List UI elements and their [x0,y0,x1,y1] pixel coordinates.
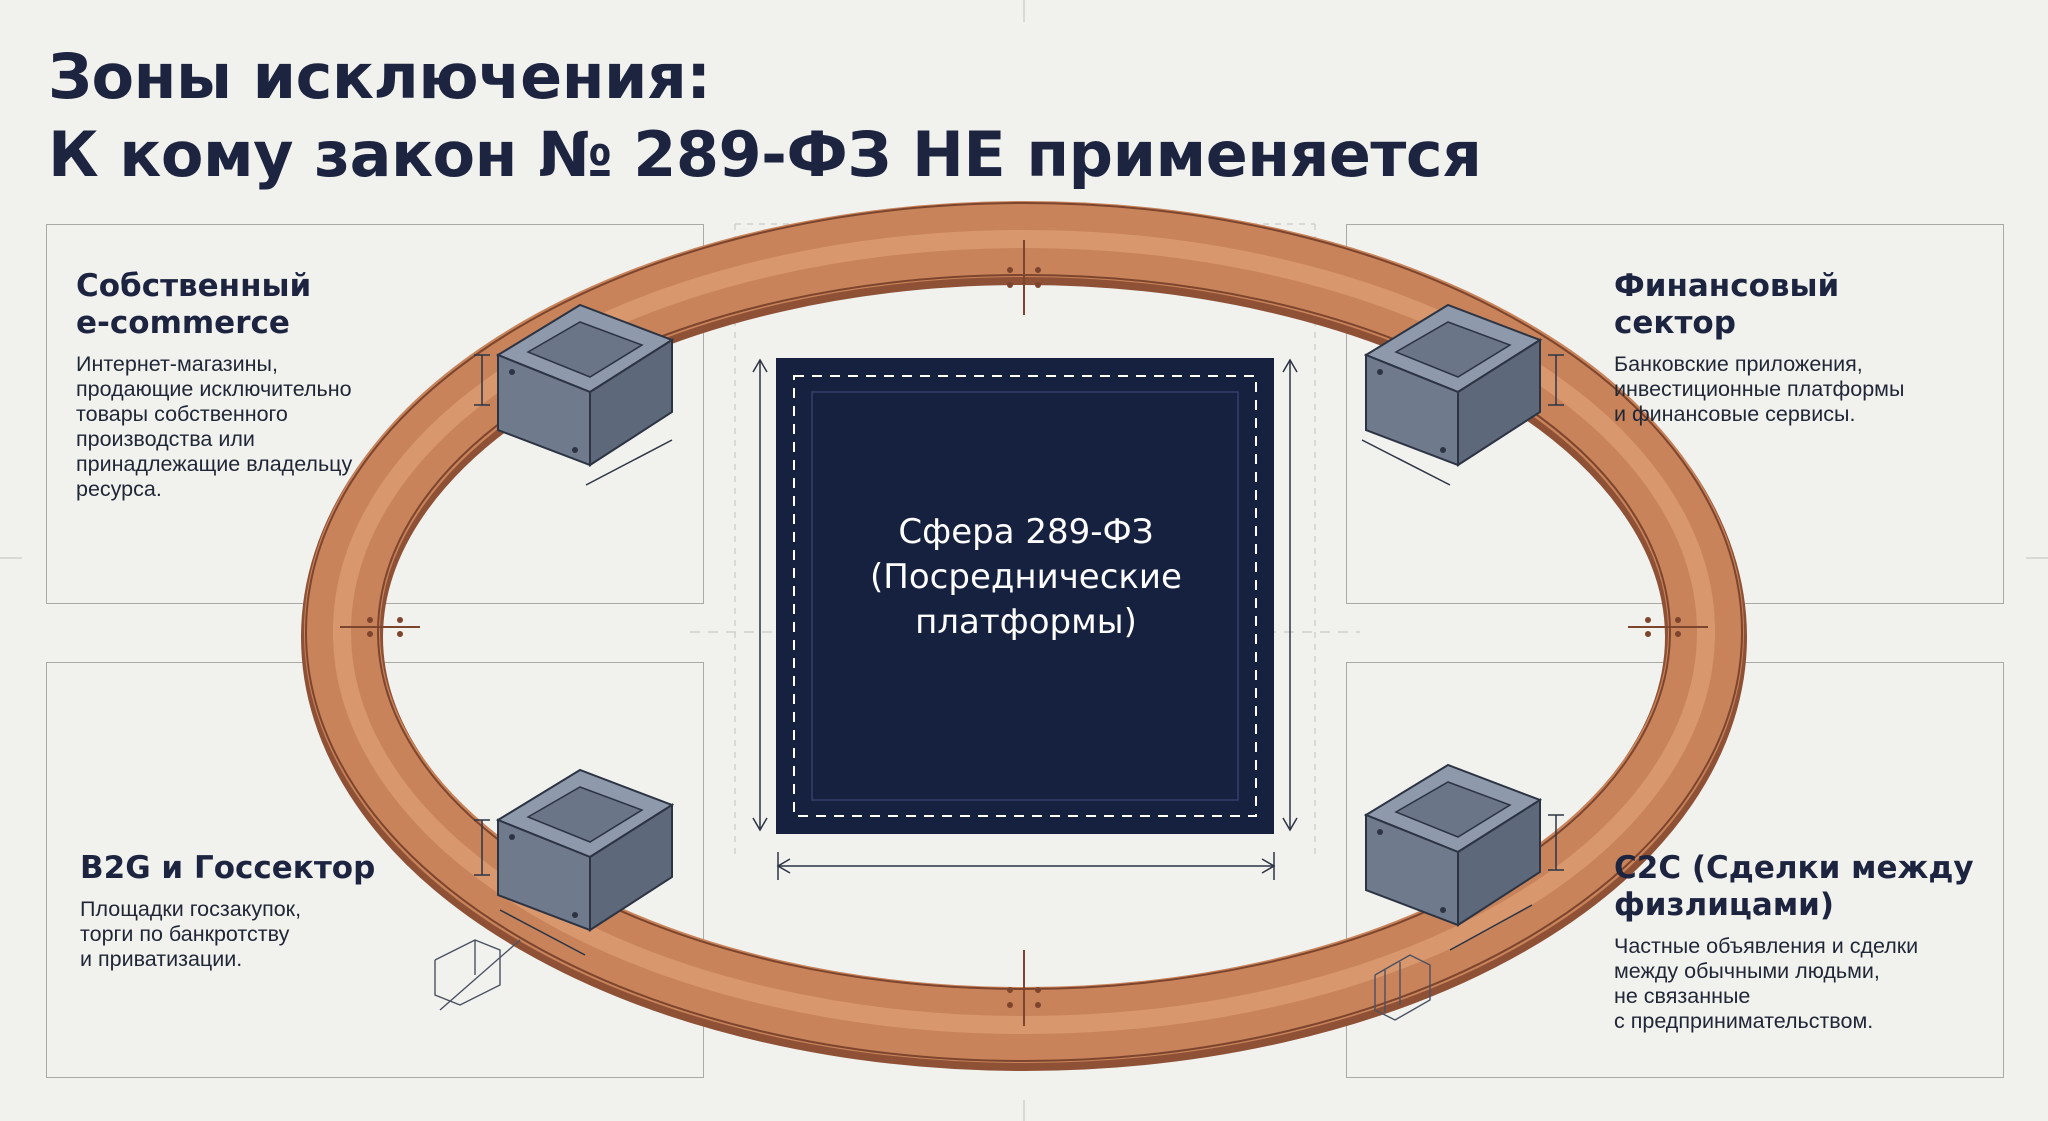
zone-ecommerce-desc-line: продающие исключительно [76,377,352,401]
center-label-line-1: Сфера 289-ФЗ [898,512,1154,552]
center-label-line-3: платформы) [915,602,1137,642]
zone-ecommerce-desc-line: ресурса. [76,477,162,501]
zone-finance-title-line: сектор [1614,305,1736,341]
center-label: Сфера 289-ФЗ (Посреднические платформы) [778,510,1274,645]
zone-c2c-title-line: физлицами) [1614,887,1835,923]
beam-sketch-left [434,939,521,1011]
zone-b2g: B2G и Госсектор Площадки госзакупок, тор… [80,850,375,972]
zone-c2c-desc-line: не связанные [1614,984,1751,1008]
zone-b2g-desc-line: и приватизации. [80,947,243,971]
track-bolts [367,267,1681,1008]
title-line-1: Зоны исключения: [48,40,711,113]
zone-ecommerce-desc-line: Интернет-магазины, [76,352,278,376]
zone-ecommerce-title-line: Собственный [76,268,312,304]
zone-ecommerce-desc: Интернет-магазины, продающие исключитель… [76,352,352,502]
zone-finance-title-line: Финансовый [1614,268,1840,304]
zone-ecommerce-desc-line: товары собственного [76,402,288,426]
zone-b2g-desc: Площадки госзакупок, торги по банкротств… [80,897,375,972]
connector-block-bottom-left [495,768,675,932]
zone-finance-desc: Банковские приложения, инвестиционные пл… [1614,352,1904,427]
zone-ecommerce: Собственный e-commerce Интернет-магазины… [76,268,352,502]
zone-finance: Финансовый сектор Банковские приложения,… [1614,268,1904,427]
beam-sketch-right [1374,954,1431,1021]
zone-ecommerce-desc-line: производства или [76,427,255,451]
connector-block-bottom-right [1363,763,1543,927]
zone-c2c: C2C (Сделки между физлицами) Частные объ… [1614,850,1974,1034]
connector-block-top-right [1363,303,1543,467]
dimension-marks [474,354,1564,956]
center-square [776,358,1274,834]
title-line-2: К кому закон № 289-ФЗ НЕ применяется [48,118,1482,191]
zone-c2c-desc-line: Частные объявления и сделки [1614,934,1919,958]
zone-c2c-desc-line: с предпринимательством. [1614,1009,1874,1033]
center-dimensions [752,358,1298,880]
center-label-line-2: (Посреднические [870,557,1182,597]
zone-b2g-desc-line: Площадки госзакупок, [80,897,302,921]
zone-b2g-desc-line: торги по банкротству [80,922,290,946]
zone-finance-desc-line: Банковские приложения, [1614,352,1863,376]
zone-ecommerce-title: Собственный e-commerce [76,268,352,342]
connector-block-top-left [495,303,675,467]
zone-c2c-title-line: C2C (Сделки между [1614,850,1974,886]
zone-c2c-desc: Частные объявления и сделки между обычны… [1614,934,1974,1034]
zone-finance-desc-line: и финансовые сервисы. [1614,402,1856,426]
page-title: Зоны исключения: К кому закон № 289-ФЗ Н… [48,38,1482,194]
zone-finance-desc-line: инвестиционные платформы [1614,377,1905,401]
zone-ecommerce-desc-line: принадлежащие владельцу [76,452,353,476]
zone-c2c-desc-line: между обычными людьми, [1614,959,1880,983]
zone-b2g-title-line: B2G и Госсектор [80,850,376,886]
zone-c2c-title: C2C (Сделки между физлицами) [1614,850,1974,924]
zone-b2g-title: B2G и Госсектор [80,850,375,887]
zone-finance-title: Финансовый сектор [1614,268,1904,342]
track-joint-lines [340,240,1708,1026]
zone-ecommerce-title-line: e-commerce [76,305,290,341]
